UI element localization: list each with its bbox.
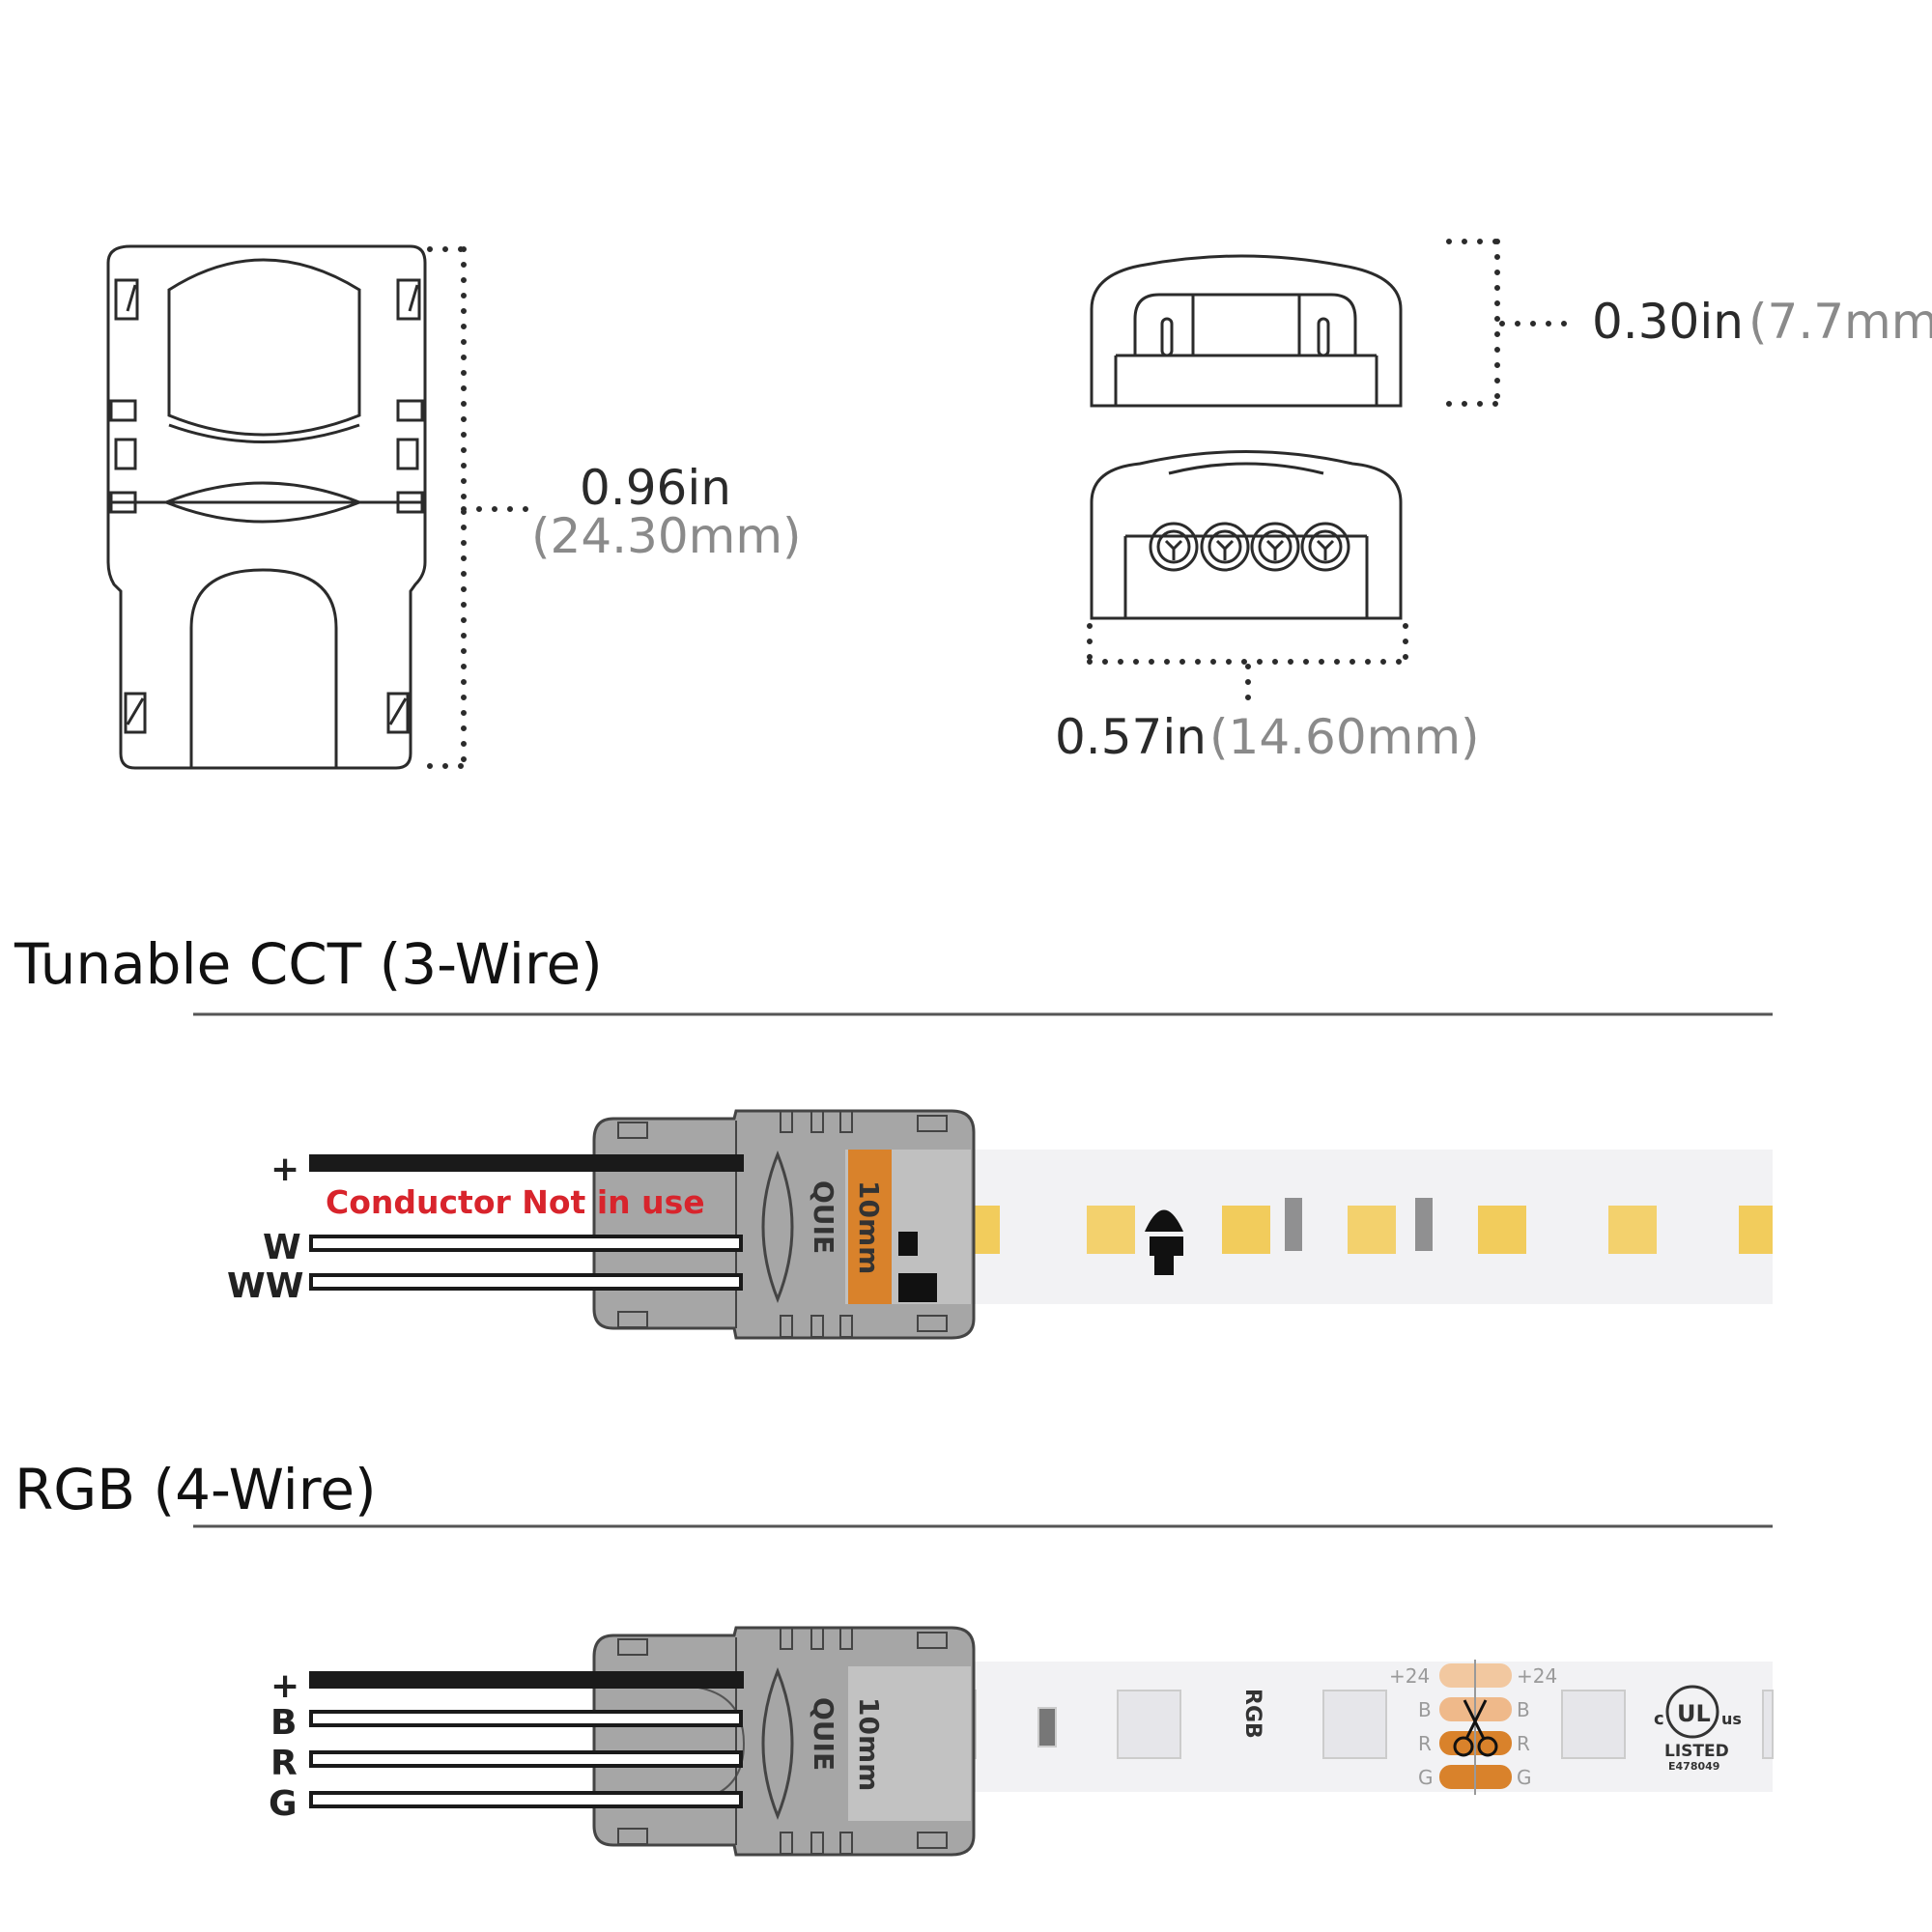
cut-pads bbox=[1439, 1660, 1512, 1795]
height-inch-label: 0.30in bbox=[1592, 294, 1744, 350]
length-inch-label: 0.96in bbox=[580, 460, 731, 516]
pad-left-plus24: +24 bbox=[1389, 1664, 1430, 1688]
connector-stamp-10mm: 10mm bbox=[853, 1180, 885, 1274]
connector-stamp-quie: QUIE bbox=[808, 1697, 839, 1771]
height-mm-label: (7.7mm) bbox=[1748, 294, 1932, 350]
wire-label-plus: + bbox=[270, 1150, 299, 1189]
conductor-note: Conductor Not in use bbox=[326, 1183, 705, 1221]
wire-plus bbox=[309, 1154, 744, 1172]
wire-r bbox=[309, 1750, 743, 1768]
pad-left-g: G bbox=[1418, 1766, 1434, 1789]
connector-top-view-drawing bbox=[106, 244, 427, 770]
svg-text:UL: UL bbox=[1677, 1700, 1711, 1727]
wire-label-plus: + bbox=[270, 1666, 299, 1706]
width-dimension-line bbox=[1087, 623, 1408, 713]
length-dimension-line bbox=[427, 246, 529, 771]
length-mm-label: (24.30mm) bbox=[531, 508, 802, 564]
svg-text:c: c bbox=[1654, 1709, 1664, 1729]
connector-body-cct bbox=[592, 1109, 976, 1340]
wire-plus bbox=[309, 1671, 744, 1689]
wire-label-ww: WW bbox=[227, 1266, 303, 1306]
svg-text:LISTED: LISTED bbox=[1664, 1742, 1729, 1761]
width-inch-label: 0.57in bbox=[1055, 709, 1207, 765]
connector-end-view-drawing bbox=[1090, 254, 1403, 408]
svg-text:us: us bbox=[1721, 1710, 1742, 1728]
width-mm-label: (14.60mm) bbox=[1209, 709, 1480, 765]
rgb-strip-label: RGB bbox=[1240, 1689, 1264, 1739]
height-dimension-line bbox=[1446, 239, 1568, 409]
wire-ww bbox=[309, 1273, 743, 1291]
wire-label-b: B bbox=[270, 1703, 297, 1743]
wire-label-r: R bbox=[270, 1744, 298, 1783]
connector-front-view-drawing bbox=[1090, 450, 1403, 620]
wire-label-g: G bbox=[269, 1784, 298, 1824]
wire-b bbox=[309, 1710, 743, 1727]
wire-w bbox=[309, 1235, 743, 1252]
wire-label-w: W bbox=[263, 1228, 301, 1267]
pad-right-g: G bbox=[1517, 1766, 1532, 1789]
connector-stamp-quie: QUIE bbox=[808, 1180, 839, 1254]
pad-right-plus24: +24 bbox=[1517, 1664, 1557, 1688]
section-title-tunable-cct: Tunable CCT (3-Wire) bbox=[14, 931, 603, 997]
ul-listed-mark: UL c us LISTED E478049 bbox=[1654, 1685, 1742, 1773]
pad-left-r: R bbox=[1418, 1732, 1432, 1755]
pad-left-b: B bbox=[1418, 1698, 1432, 1721]
pad-right-b: B bbox=[1517, 1698, 1530, 1721]
connector-stamp-10mm: 10mm bbox=[853, 1697, 885, 1791]
connector-body-rgb bbox=[592, 1626, 976, 1857]
svg-text:E478049: E478049 bbox=[1668, 1760, 1719, 1773]
pad-right-r: R bbox=[1517, 1732, 1530, 1755]
section-title-rgb: RGB (4-Wire) bbox=[14, 1457, 377, 1522]
wire-g bbox=[309, 1791, 743, 1808]
